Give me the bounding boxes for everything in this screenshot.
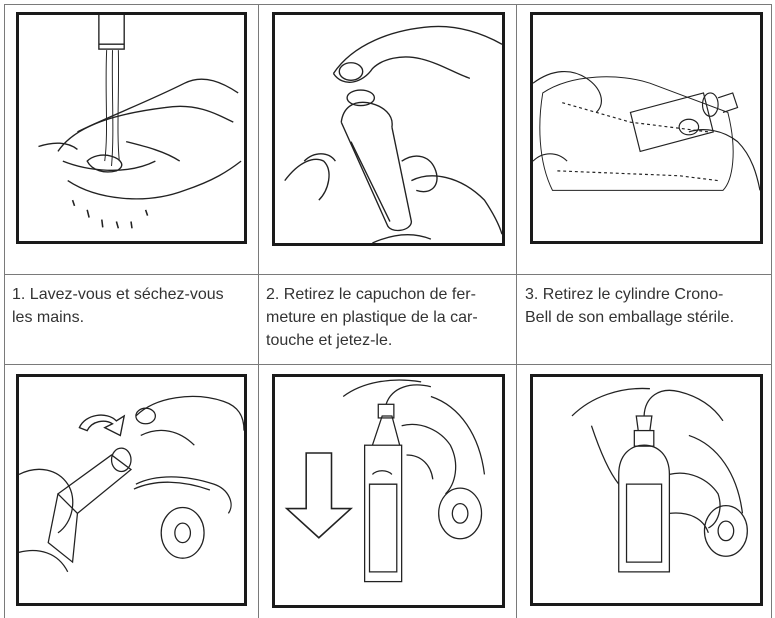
table-border-right	[771, 4, 772, 618]
push-down-illustration	[272, 374, 505, 608]
hand-washing-illustration	[16, 12, 247, 244]
table-border-col1	[258, 4, 259, 618]
remove-cap-illustration	[272, 12, 505, 246]
table-border-top	[4, 4, 772, 5]
step-1-caption: 1. Lavez-vous et séchez-vous les mains.	[12, 286, 224, 326]
table-border-left	[4, 4, 5, 618]
step-2-caption: 2. Retirez le capuchon de fer- meture en…	[266, 286, 478, 349]
table-border-col2	[516, 4, 517, 618]
twist-connect-illustration	[16, 374, 247, 606]
step-3-caption: 3. Retirez le cylindre Crono- Bell de so…	[525, 286, 735, 326]
assembled-device-illustration	[530, 374, 763, 606]
unwrap-cylinder-illustration	[530, 12, 763, 244]
table-border-row1	[4, 274, 772, 275]
table-border-row2	[4, 364, 772, 365]
